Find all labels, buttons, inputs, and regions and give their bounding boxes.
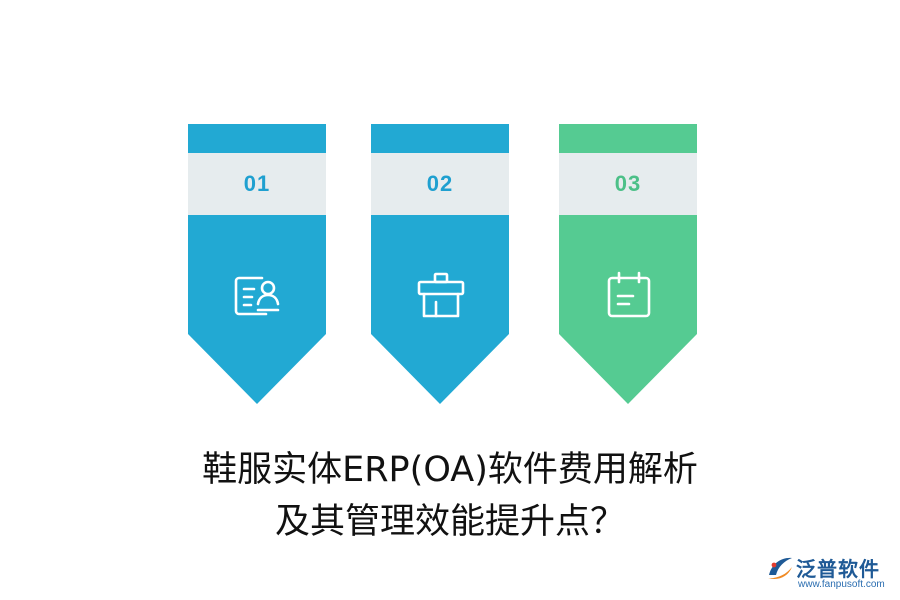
banner-03-shape <box>559 124 697 404</box>
calendar-icon <box>603 270 655 322</box>
logo-url: www.fanpusoft.com <box>798 579 885 590</box>
banner-01-shape <box>188 124 326 404</box>
logo-mark-icon <box>768 557 792 579</box>
brand-logo: 泛普软件 www.fanpusoft.com <box>766 551 896 595</box>
banner-03: 03 <box>559 124 697 404</box>
user-card-icon <box>232 270 284 322</box>
banner-02: 02 <box>371 124 509 404</box>
banner-01-number: 01 <box>243 171 271 196</box>
banner-02-shape <box>371 124 509 404</box>
logo-name: 泛普软件 <box>796 557 880 581</box>
banner-01: 01 <box>188 124 326 404</box>
title-line-2: 及其管理效能提升点？ <box>274 502 625 542</box>
banner-02-number: 02 <box>426 171 454 196</box>
banner-03-number: 03 <box>614 171 642 196</box>
page-title: 鞋服实体ERP(OA)软件费用解析 及其管理效能提升点？ <box>0 444 900 548</box>
gift-box-icon <box>415 270 467 322</box>
title-line-1: 鞋服实体ERP(OA)软件费用解析 <box>202 450 698 490</box>
